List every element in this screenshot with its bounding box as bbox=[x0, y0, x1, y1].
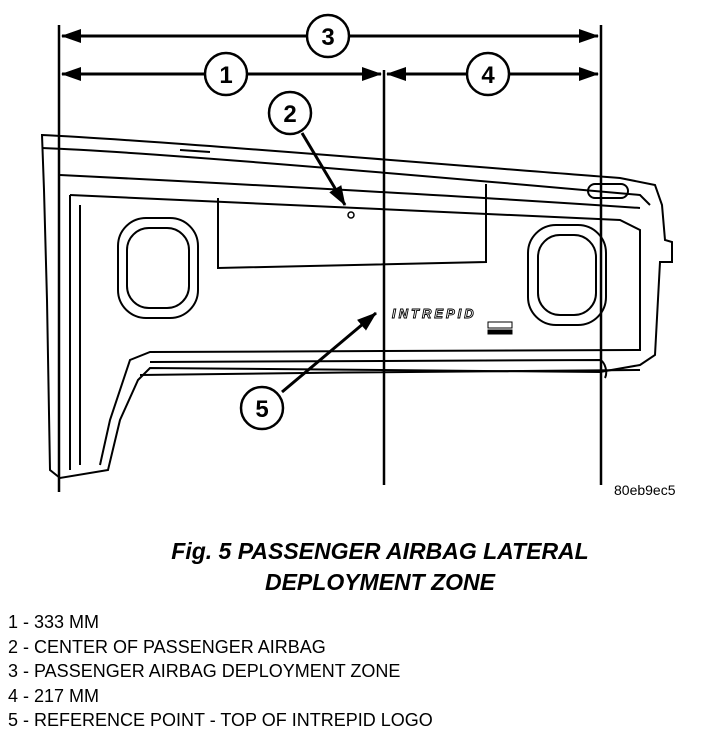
legend: 1 - 333 MM 2 - CENTER OF PASSENGER AIRBA… bbox=[8, 610, 433, 733]
callout-5: 5 bbox=[239, 385, 285, 431]
callout-1: 1 bbox=[203, 51, 249, 97]
reference-lines bbox=[57, 25, 603, 492]
svg-text:5: 5 bbox=[255, 396, 268, 423]
image-code: 80eb9ec5 bbox=[614, 482, 676, 498]
callout-3: 3 bbox=[305, 13, 351, 59]
ses-badge bbox=[487, 321, 513, 335]
dashboard-drawing bbox=[40, 133, 673, 480]
airbag-deployment-diagram: INTREPID 3 1 4 2 5 bbox=[40, 13, 673, 492]
legend-item: 3 - PASSENGER AIRBAG DEPLOYMENT ZONE bbox=[8, 661, 401, 681]
svg-text:3: 3 bbox=[321, 24, 334, 51]
intrepid-logo: INTREPID bbox=[392, 306, 477, 321]
leader-lines bbox=[281, 132, 377, 394]
airbag-center-point bbox=[347, 211, 355, 219]
legend-item: 4 - 217 MM bbox=[8, 685, 100, 706]
legend-item: 2 - CENTER OF PASSENGER AIRBAG bbox=[8, 636, 326, 657]
legend-item: 1 - 333 MM bbox=[8, 612, 100, 632]
legend-item: 5 - REFERENCE POINT - TOP OF INTREPID LO… bbox=[8, 710, 433, 730]
svg-text:1: 1 bbox=[219, 62, 232, 89]
callout-2: 2 bbox=[267, 90, 313, 136]
svg-text:4: 4 bbox=[481, 62, 495, 89]
figure-caption-line-2: DEPLOYMENT ZONE bbox=[264, 569, 495, 595]
svg-text:2: 2 bbox=[283, 101, 296, 128]
callout-4: 4 bbox=[465, 51, 511, 97]
figure-caption-line-1: Fig. 5 PASSENGER AIRBAG LATERAL bbox=[171, 538, 589, 564]
